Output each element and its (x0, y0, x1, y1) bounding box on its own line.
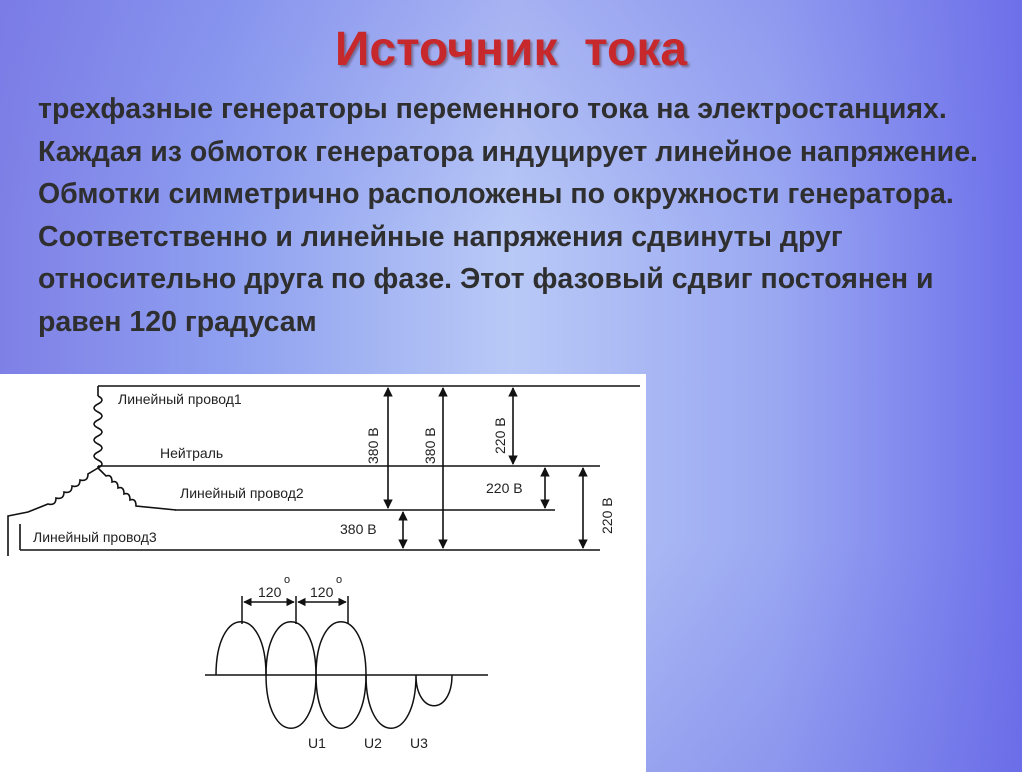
slide-title: Источник тока (334, 23, 688, 76)
winding-coil-right (97, 467, 177, 511)
label-u1: U1 (308, 735, 326, 751)
label-degree-2: o (336, 574, 342, 586)
winding-coil-vertical (93, 395, 103, 469)
label-220-b: 220 В (486, 480, 523, 496)
three-phase-diagram: Линейный провод1 Нейтраль Линейный прово… (0, 374, 646, 772)
diagram-svg: Линейный провод1 Нейтраль Линейный прово… (7, 385, 640, 751)
label-wire1: Линейный провод1 (118, 391, 242, 407)
label-380-c: 380 В (340, 521, 377, 537)
slide-body-text: трехфазные генераторы переменного тока н… (38, 93, 978, 338)
winding-coil-left (7, 467, 99, 556)
label-neutral: Нейтраль (160, 445, 223, 461)
label-u3: U3 (410, 735, 428, 751)
label-380-a: 380 В (365, 427, 381, 464)
wave-u3 (315, 621, 453, 729)
label-wire2: Линейный провод2 (180, 485, 304, 501)
label-wire3: Линейный провод3 (33, 529, 157, 545)
label-u2: U2 (364, 735, 382, 751)
label-220-a: 220 В (492, 417, 508, 454)
label-degree-1: o (284, 574, 290, 586)
label-380-b: 380 В (422, 427, 438, 464)
label-220-c: 220 В (599, 497, 615, 534)
label-phase-2: 120 (310, 584, 334, 600)
label-phase-1: 120 (258, 584, 282, 600)
